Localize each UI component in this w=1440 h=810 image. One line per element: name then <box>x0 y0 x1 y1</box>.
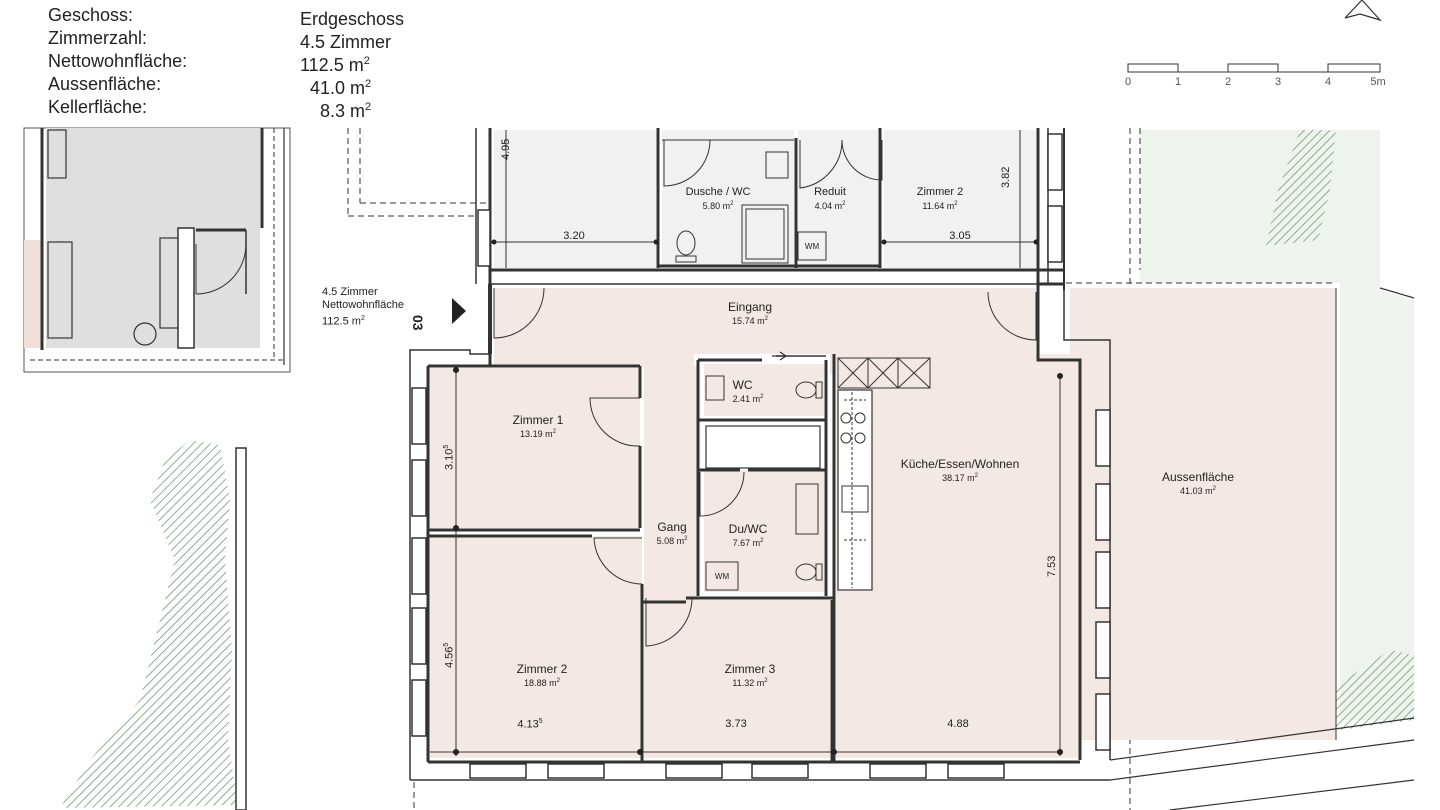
room-zimmer-1: Zimmer 1 13.19 m2 <box>513 413 564 440</box>
room-name: Zimmer 2 <box>516 662 568 676</box>
room-kueche-essen-wohnen: Küche/Essen/Wohnen 38.17 m2 <box>901 457 1020 484</box>
room-name: Aussenfläche <box>1161 470 1235 484</box>
info-value: 41.0 m2 <box>310 78 372 98</box>
north-arrow <box>1344 0 1382 22</box>
door-swings <box>493 287 1037 647</box>
info-label: Zimmerzahl: <box>48 28 148 48</box>
room-area: 38.17 m2 <box>942 473 978 483</box>
dimension-label-vertical: 4.565 <box>443 642 456 668</box>
unit-entry-arrow <box>452 298 466 324</box>
green-area-right <box>1140 130 1414 720</box>
windows <box>411 133 1111 779</box>
room-area: 18.88 m2 <box>524 678 560 688</box>
room-zimmer-2: Zimmer 2 18.88 m2 <box>517 662 568 689</box>
vegetation-hatch-left <box>60 440 238 808</box>
room-area: 5.08 m2 <box>656 536 688 546</box>
scale-tick-label: 3 <box>1274 76 1282 88</box>
room-area: 11.64 m2 <box>922 201 958 211</box>
room-name: Du/WC <box>728 522 768 536</box>
room-name: Zimmer 2 <box>916 186 964 198</box>
info-value: 8.3 m2 <box>320 101 372 121</box>
room-name: Gang <box>657 520 687 534</box>
info-label: Kellerfläche: <box>48 97 148 117</box>
vertical-post <box>235 447 247 810</box>
scale-tick-label: 0 <box>1124 76 1132 88</box>
bath-counter <box>705 425 821 469</box>
vegetation-hatch-top-right <box>1266 130 1336 246</box>
unit-area-value: 112.5 m2 <box>322 315 365 328</box>
scale-tick-label: 4 <box>1324 76 1332 88</box>
room-name: Reduit <box>814 186 846 198</box>
scale-tick-label: 5m <box>1370 76 1386 88</box>
room-area: 7.67 m2 <box>732 538 764 548</box>
floor-fills <box>428 288 1336 758</box>
room-area: 4.04 m2 <box>814 201 846 211</box>
room-name: WC <box>732 378 753 392</box>
room-name: Eingang <box>727 300 773 314</box>
info-value: Erdgeschoss <box>300 9 405 29</box>
scale-tick-label: 1 <box>1174 76 1182 88</box>
walls-main <box>409 282 1415 810</box>
dimension-label: 3.73 <box>725 718 747 730</box>
dimension-markers <box>453 367 1063 755</box>
dimension-label-vertical: 7.53 <box>1046 555 1058 577</box>
fixtures <box>705 357 931 591</box>
info-label: Aussenfläche: <box>48 74 162 94</box>
unit-rooms: 4.5 Zimmer <box>322 286 378 298</box>
dimension-label: 3.05 <box>949 230 971 242</box>
room-area: 11.32 m2 <box>732 678 768 688</box>
room-dusche-wc: Dusche / WC 5.80 m2 <box>686 185 751 212</box>
unit-area-label: Nettowohnfläche <box>322 299 404 311</box>
room-area: 2.41 m2 <box>732 394 764 404</box>
room-wc: WC 2.41 m2 <box>733 378 764 405</box>
counter-bank <box>837 389 873 591</box>
dimension-label-vertical: 4.95 <box>500 138 512 160</box>
info-value: 112.5 m2 <box>300 55 370 75</box>
washing-machine-label: WM <box>714 572 730 581</box>
room-zimmer-3: Zimmer 3 11.32 m2 <box>725 662 776 689</box>
info-value: 4.5 Zimmer <box>300 32 392 52</box>
room-eingang: Eingang 15.74 m2 <box>728 300 772 327</box>
room-area: 5.80 m2 <box>702 201 734 211</box>
room-name: Dusche / WC <box>685 186 751 198</box>
info-label: Nettowohnfläche: <box>48 51 188 71</box>
washing-machine-label: WM <box>804 242 820 251</box>
room-name: Zimmer 1 <box>512 413 564 427</box>
dimension-label-vertical: 3.82 <box>1000 166 1012 188</box>
room-area: 15.74 m2 <box>732 316 768 326</box>
dimension-label: 3.20 <box>563 230 585 242</box>
room-gang: Gang 5.08 m2 <box>657 520 688 547</box>
info-label: Geschoss: <box>48 5 134 25</box>
room-name: Zimmer 3 <box>724 662 776 676</box>
kitchen-units <box>837 357 931 588</box>
scale-bar <box>1127 63 1381 73</box>
unit-number: 03 <box>410 315 426 331</box>
dimension-label: 4.135 <box>517 718 543 731</box>
room-name: Küche/Essen/Wohnen <box>900 457 1020 471</box>
unit-summary-label: 4.5 Zimmer Nettowohnfläche 112.5 m2 <box>322 286 404 329</box>
left-building-fragment <box>23 127 291 373</box>
room-area: 13.19 m2 <box>520 429 556 439</box>
scale-tick-label: 2 <box>1224 76 1232 88</box>
dimension-label-vertical: 3.105 <box>443 444 456 470</box>
dimension-lines <box>430 370 1061 756</box>
room-area: 41.03 m2 <box>1180 486 1216 496</box>
dimension-label: 4.88 <box>947 718 969 730</box>
room-upper-zimmer-2: Zimmer 2 11.64 m2 <box>917 185 963 212</box>
room-du-wc: Du/WC 7.67 m2 <box>729 522 768 549</box>
room-reduit: Reduit 4.04 m2 <box>814 185 846 212</box>
room-aussenflaeche: Aussenfläche 41.03 m2 <box>1162 470 1234 497</box>
upper-apartment <box>475 128 1065 290</box>
